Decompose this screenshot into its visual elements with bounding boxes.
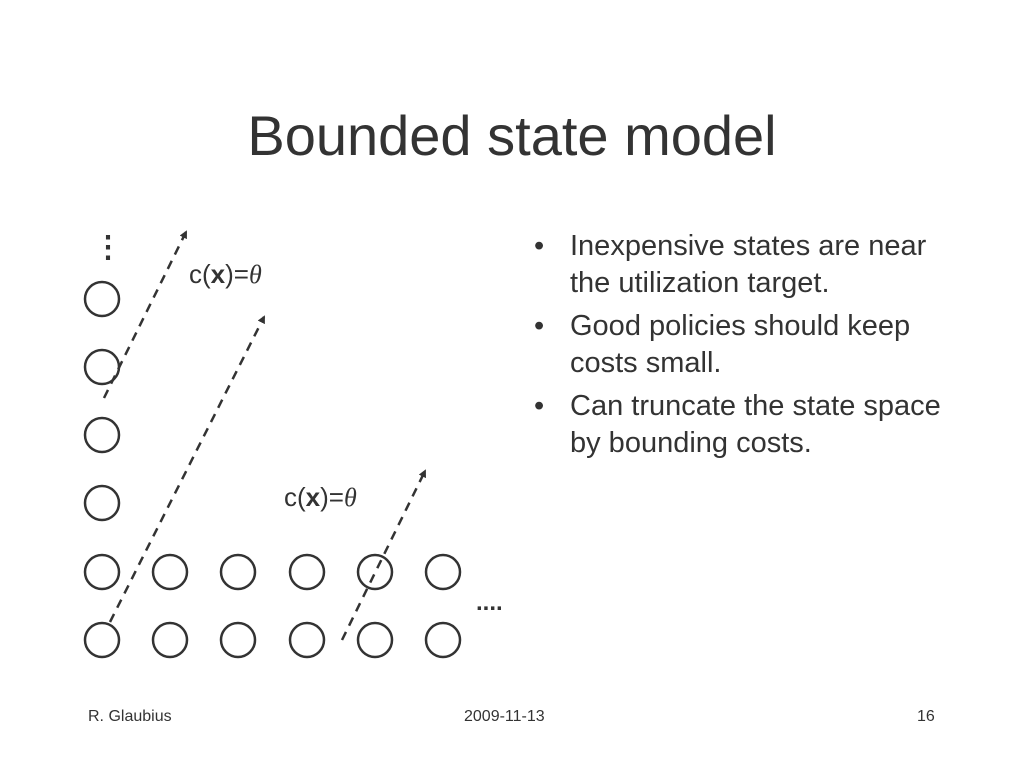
page-number: 16	[917, 708, 935, 725]
state-column	[83, 280, 121, 522]
state-row-upper	[83, 553, 462, 591]
horizontal-ellipsis: ....	[476, 589, 503, 616]
cost-label: c(x)=θ	[284, 482, 357, 512]
state-circle	[83, 553, 121, 591]
footer-author: R. Glaubius	[88, 708, 172, 725]
state-row-lower	[83, 621, 462, 659]
bullet-item: • Good policies should keep costs small.	[530, 308, 950, 382]
state-circle	[356, 621, 394, 659]
state-circle	[424, 621, 462, 659]
bullet-dot: •	[534, 230, 545, 262]
bullet-item: • Can truncate the state space by boundin…	[530, 388, 950, 462]
bullet-dot: •	[534, 310, 545, 342]
state-circle	[151, 553, 189, 591]
cost-label: c(x)=θ	[189, 259, 262, 289]
state-circle	[356, 553, 394, 591]
bullet-text: Can truncate the state space by bounding…	[570, 390, 941, 459]
slide-title: Bounded state model	[247, 104, 777, 167]
state-circle	[83, 621, 121, 659]
footer-date: 2009-11-13	[464, 708, 545, 725]
vertical-ellipsis: ⋮	[93, 231, 123, 264]
state-circle	[83, 484, 121, 522]
state-circle	[219, 621, 257, 659]
state-circle	[83, 280, 121, 318]
state-circle	[219, 553, 257, 591]
bullet-list: • Inexpensive states are near the utiliza…	[530, 228, 950, 468]
bullet-text: Good policies should keep costs small.	[570, 310, 911, 379]
state-circle	[288, 553, 326, 591]
iso-cost-arrow	[108, 315, 266, 623]
state-circle	[288, 621, 326, 659]
bullet-dot: •	[534, 390, 545, 422]
bullet-item: • Inexpensive states are near the utiliza…	[530, 228, 950, 302]
state-circle	[151, 621, 189, 659]
state-circle	[424, 553, 462, 591]
state-circle	[83, 416, 121, 454]
iso-cost-arrows	[102, 230, 427, 641]
bullet-text: Inexpensive states are near the utilizat…	[570, 230, 927, 299]
